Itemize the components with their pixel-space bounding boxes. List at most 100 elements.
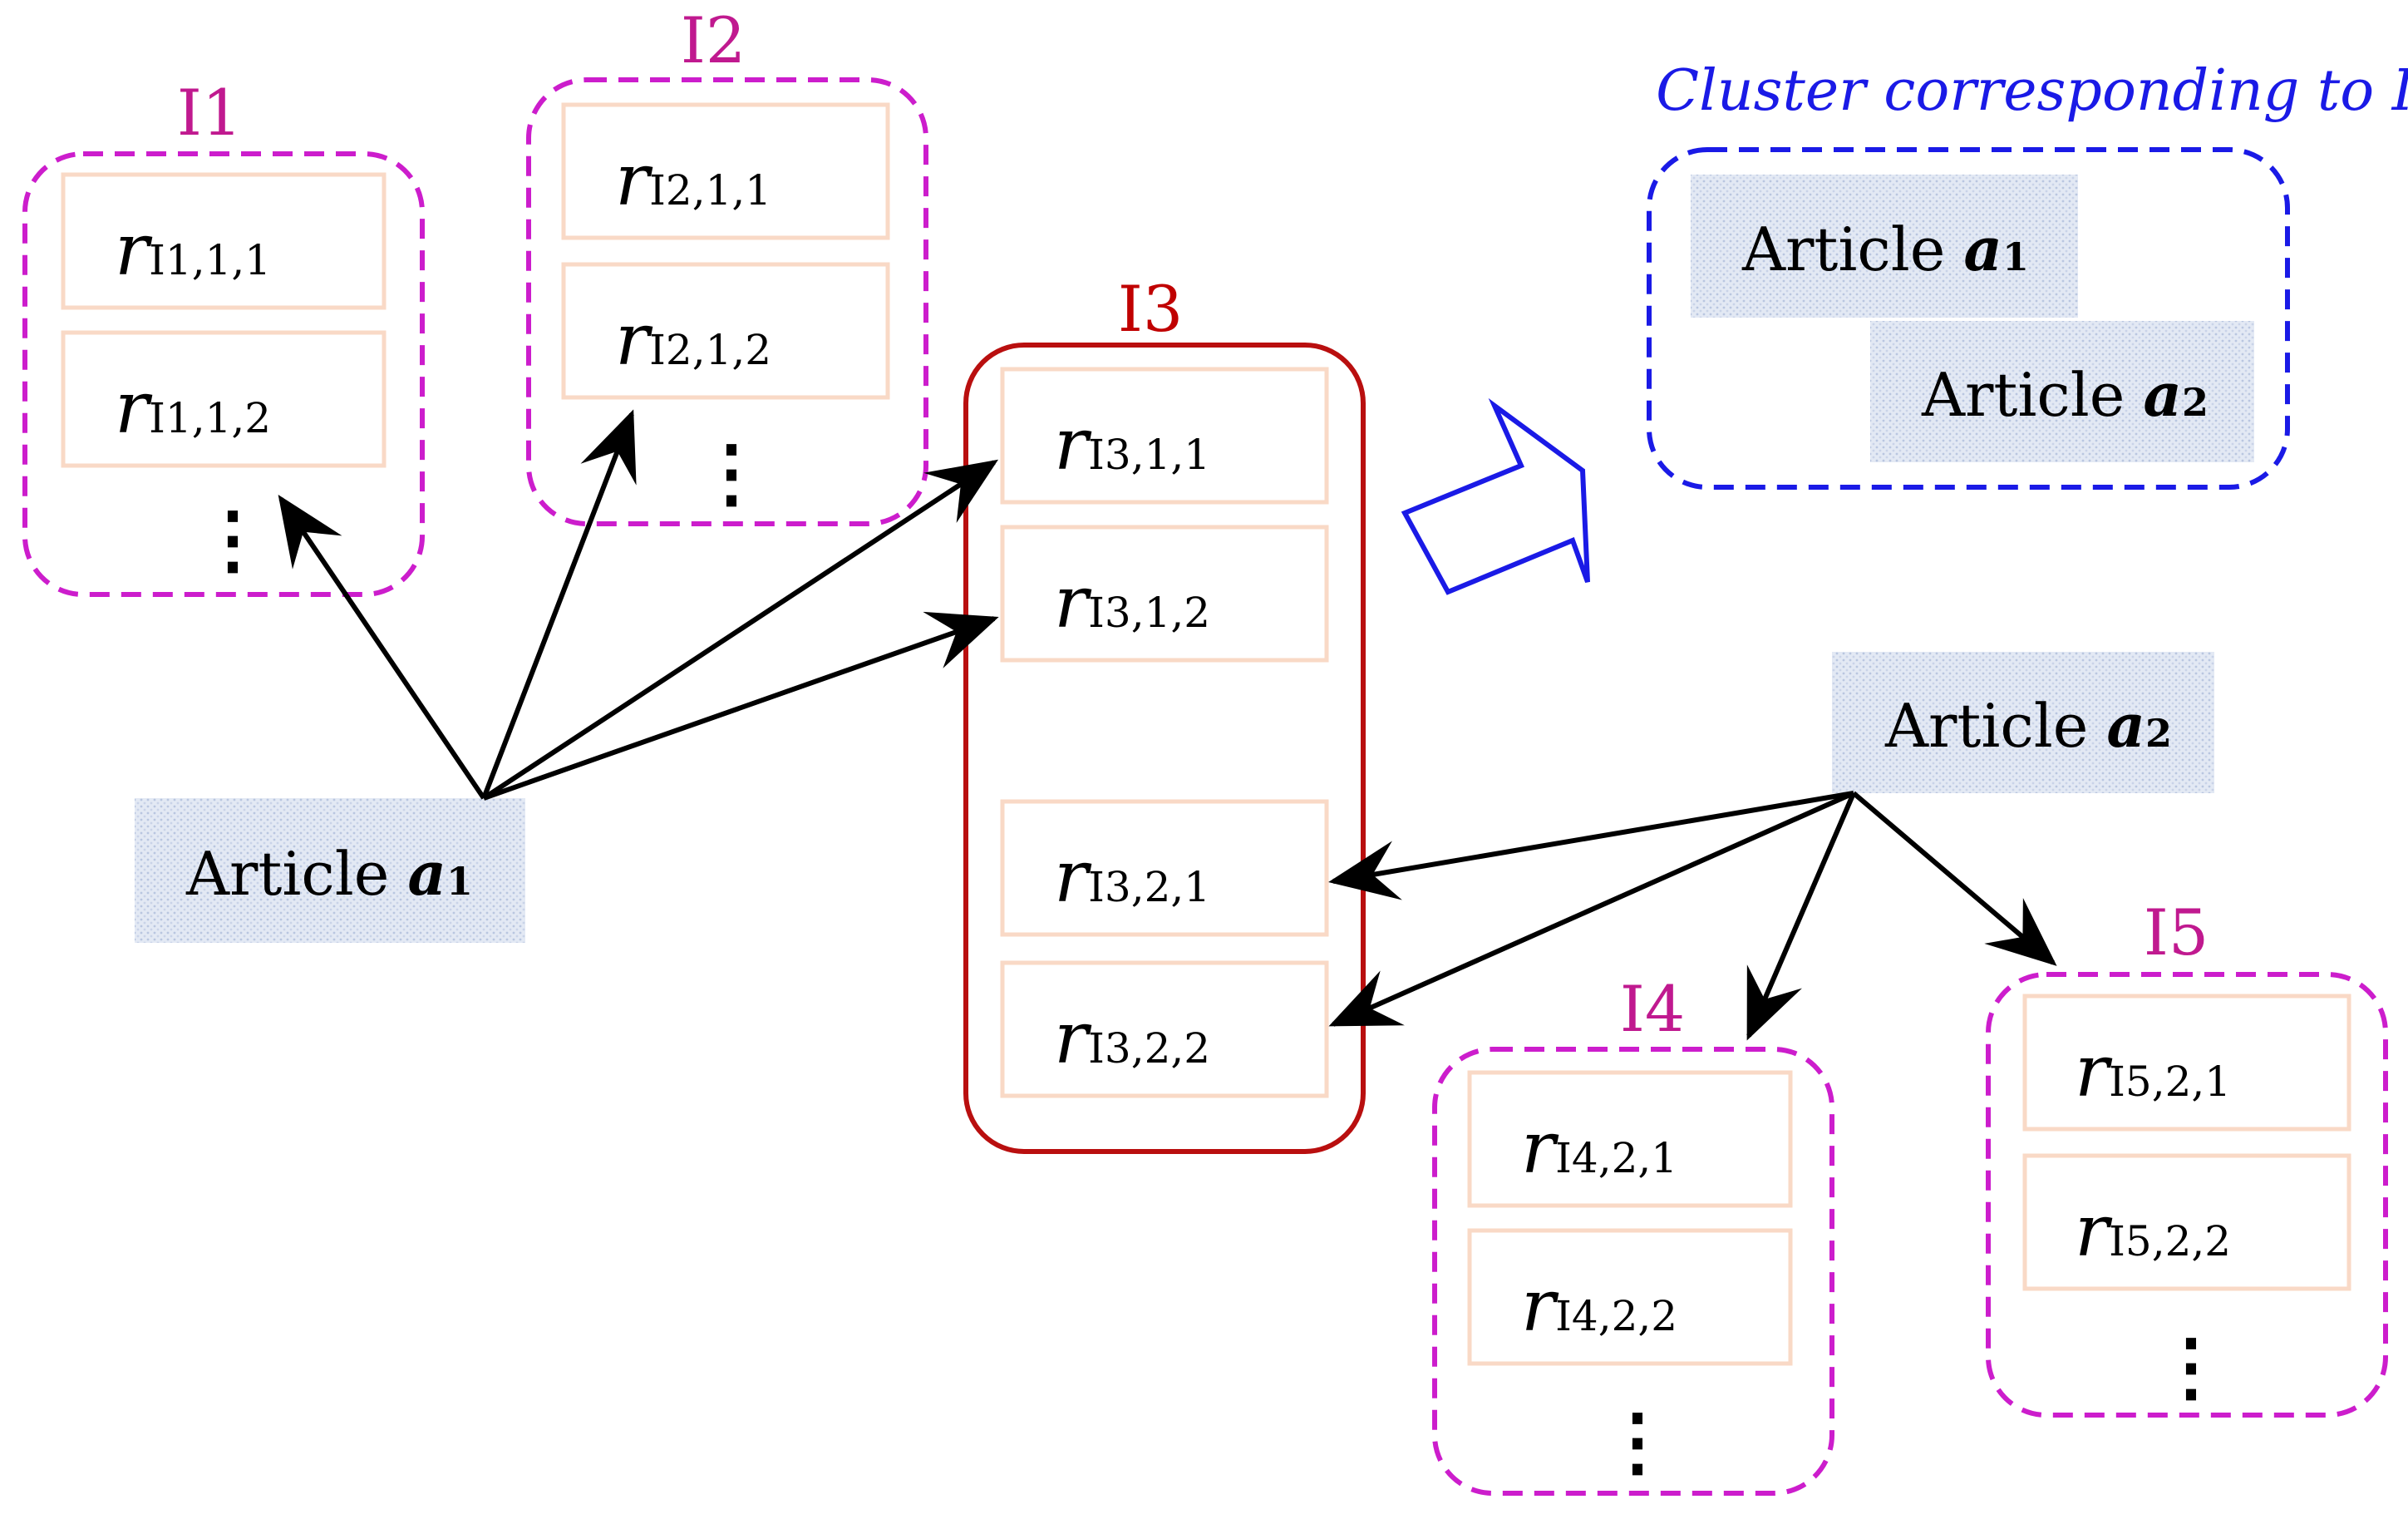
item-symbol: r xyxy=(1054,997,1092,1080)
group-I3: I3 rI3,1,1 rI3,1,2 rI3,2,1 rI3,2,2 xyxy=(963,272,1366,1154)
arrow-a2-to-r-I3-2-1 xyxy=(1328,791,1854,900)
cluster-article-a2: Article a2 xyxy=(1870,321,2254,462)
item-subscript: I2,1,1 xyxy=(649,166,771,215)
group-box-I4 xyxy=(1432,1047,1834,1496)
svg-text:rI3,2,1: rI3,2,1 xyxy=(1054,836,1210,919)
article-index: 2 xyxy=(2145,711,2172,756)
item-subscript: I1,1,1 xyxy=(149,236,271,284)
item-r-I3-2-2: rI3,2,2 xyxy=(1000,960,1329,1098)
ellipsis-I2: ⋮ xyxy=(694,429,769,517)
group-title-I4: I4 xyxy=(1620,972,1685,1046)
item-symbol: r xyxy=(615,298,653,382)
svg-text:rI5,2,2: rI5,2,2 xyxy=(2075,1190,2231,1273)
article-index: 1 xyxy=(446,859,473,904)
group-I4: I4 rI4,2,1 rI4,2,2 ⋮ xyxy=(1432,972,1834,1496)
article-a1: Article a1 xyxy=(135,798,525,943)
group-title-I1: I1 xyxy=(177,76,242,150)
svg-text:rI3,1,2: rI3,1,2 xyxy=(1054,561,1210,644)
group-I2: I2 rI2,1,1 rI2,1,2 ⋮ xyxy=(526,3,928,526)
article-word: Article xyxy=(1884,691,2088,761)
article-a2: Article a2 xyxy=(1832,652,2214,793)
article-symbol: a xyxy=(1963,214,2002,284)
arrow-a1-to-I2 xyxy=(481,409,637,800)
article-word: Article xyxy=(185,839,389,909)
item-symbol: r xyxy=(1054,403,1092,486)
svg-text:rI1,1,2: rI1,1,2 xyxy=(115,367,271,450)
group-box-I3 xyxy=(963,343,1366,1154)
item-symbol: r xyxy=(615,139,653,222)
item-subscript: I3,1,1 xyxy=(1088,431,1210,479)
group-title-I5: I5 xyxy=(2144,895,2209,969)
group-box-I1 xyxy=(22,151,425,597)
group-title-I3: I3 xyxy=(1118,272,1183,346)
group-I1: I1 rI1,1,1 rI1,1,2 ⋮ xyxy=(22,76,425,597)
big-arrow xyxy=(1401,397,1590,595)
group-box-I2 xyxy=(526,77,928,526)
svg-text:rI3,2,2: rI3,2,2 xyxy=(1054,997,1210,1080)
svg-text:rI2,1,1: rI2,1,1 xyxy=(615,139,771,222)
arrow-a2-to-r-I3-2-2 xyxy=(1328,791,1855,1027)
cluster-article-a2-box xyxy=(1870,321,2254,462)
item-r-I1-1-2: rI1,1,2 xyxy=(61,330,387,468)
item-subscript: I3,1,2 xyxy=(1088,589,1210,637)
svg-text:rI1,1,1: rI1,1,1 xyxy=(115,209,271,292)
cluster-article-a1: Article a1 xyxy=(1691,175,2078,318)
arrows-from-a1 xyxy=(278,409,999,801)
item-symbol: r xyxy=(115,209,153,292)
article-index: 2 xyxy=(2182,380,2209,425)
arrow-a1-to-I1 xyxy=(278,495,486,800)
item-subscript: I4,2,2 xyxy=(1555,1292,1677,1340)
item-subscript: I5,2,2 xyxy=(2109,1217,2231,1265)
svg-text:rI5,2,1: rI5,2,1 xyxy=(2075,1030,2231,1113)
article-word: Article xyxy=(1741,215,1945,284)
item-subscript: I2,1,2 xyxy=(649,326,771,374)
cluster-title: Cluster corresponding to I3 xyxy=(1656,58,2408,124)
arrows-from-a2 xyxy=(1328,791,2057,1041)
article-symbol: a xyxy=(2106,690,2145,761)
svg-text:rI2,1,2: rI2,1,2 xyxy=(615,298,771,382)
ellipsis-I5: ⋮ xyxy=(2154,1323,2228,1411)
svg-text:rI4,2,1: rI4,2,1 xyxy=(1521,1107,1677,1190)
article-a2-box xyxy=(1832,652,2214,793)
item-r-I4-2-1: rI4,2,1 xyxy=(1467,1070,1793,1208)
item-symbol: r xyxy=(1054,561,1092,644)
item-r-I5-2-2: rI5,2,2 xyxy=(2022,1153,2351,1291)
item-symbol: r xyxy=(1521,1107,1559,1190)
item-subscript: I3,2,2 xyxy=(1088,1024,1210,1073)
item-symbol: r xyxy=(115,367,153,450)
article-word: Article xyxy=(1921,360,2125,430)
item-r-I2-1-1: rI2,1,1 xyxy=(561,102,890,240)
item-r-I3-1-2: rI3,1,2 xyxy=(1000,525,1329,663)
item-r-I4-2-2: rI4,2,2 xyxy=(1467,1228,1793,1366)
item-r-I3-1-1: rI3,1,1 xyxy=(1000,367,1329,505)
item-subscript: I5,2,1 xyxy=(2109,1058,2231,1106)
item-symbol: r xyxy=(2075,1030,2113,1113)
svg-text:rI4,2,2: rI4,2,2 xyxy=(1521,1265,1677,1348)
arrow-a1-to-r-I3-1-2 xyxy=(483,611,999,801)
item-r-I3-2-1: rI3,2,1 xyxy=(1000,799,1329,937)
item-r-I5-2-1: rI5,2,1 xyxy=(2022,994,2351,1132)
article-symbol: a xyxy=(407,838,446,909)
group-I5: I5 rI5,2,1 rI5,2,2 ⋮ xyxy=(1986,895,2388,1418)
svg-text:rI3,1,1: rI3,1,1 xyxy=(1054,403,1210,486)
item-r-I1-1-1: rI1,1,1 xyxy=(61,172,387,310)
cluster-box xyxy=(1647,147,2290,490)
article-symbol: a xyxy=(2143,359,2182,430)
item-symbol: r xyxy=(1054,836,1092,919)
item-symbol: r xyxy=(1521,1265,1559,1348)
ellipsis-I1: ⋮ xyxy=(195,496,270,584)
article-index: 1 xyxy=(2002,234,2029,279)
item-r-I2-1-2: rI2,1,2 xyxy=(561,262,890,400)
right-block-arrow-icon xyxy=(1401,397,1590,595)
item-subscript: I1,1,2 xyxy=(149,394,271,442)
arrow-a2-to-I4 xyxy=(1746,792,1856,1041)
arrow-a1-to-r-I3-1-1 xyxy=(482,459,999,801)
item-subscript: I3,2,1 xyxy=(1088,863,1210,911)
group-title-I2: I2 xyxy=(681,3,746,77)
